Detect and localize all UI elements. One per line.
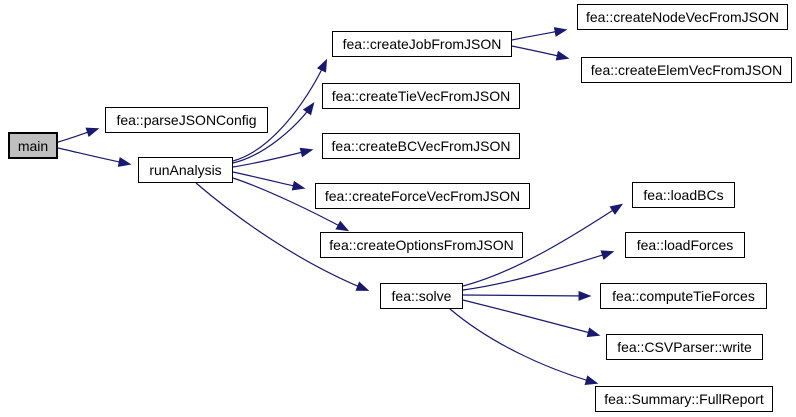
node-createElemVecFromJSON[interactable]: fea::createElemVecFromJSON [581, 57, 792, 83]
node-runAnalysis[interactable]: runAnalysis [138, 157, 233, 183]
edge-solve-to-computeTieForces [462, 290, 592, 301]
node-label: fea::createForceVecFromJSON [324, 188, 521, 204]
node-createTieVecFromJSON[interactable]: fea::createTieVecFromJSON [322, 83, 520, 109]
node-label: fea::parseJSONConfig [116, 112, 257, 128]
node-label: fea::loadBCs [643, 187, 724, 203]
edge-main-to-parseJSONConfig [57, 127, 100, 143]
edge-solve-to-SummaryFullReport [449, 308, 599, 385]
node-label: fea::loadForces [636, 237, 734, 253]
edge-createJobFromJSON-to-createElemVecFromJSON [511, 45, 570, 61]
edge-createJobFromJSON-to-createNodeVecFromJSON [511, 27, 568, 41]
edge-solve-to-CSVParserWrite [462, 299, 601, 338]
node-label: fea::CSVParser::write [617, 339, 752, 355]
node-computeTieForces[interactable]: fea::computeTieForces [600, 283, 767, 309]
node-label: fea::createBCVecFromJSON [331, 138, 511, 154]
edge-runAnalysis-to-createBCVecFromJSON [232, 147, 314, 168]
edge-runAnalysis-to-createForceVecFromJSON [232, 171, 306, 191]
node-CSVParserWrite[interactable]: fea::CSVParser::write [606, 334, 763, 360]
node-loadForces[interactable]: fea::loadForces [625, 232, 745, 258]
node-label: fea::createOptionsFromJSON [329, 237, 514, 253]
node-createNodeVecFromJSON[interactable]: fea::createNodeVecFromJSON [577, 4, 788, 30]
node-solve[interactable]: fea::solve [380, 283, 463, 309]
node-label: fea::createElemVecFromJSON [590, 62, 783, 78]
node-label: fea::createNodeVecFromJSON [586, 9, 779, 25]
node-createOptionsFromJSON[interactable]: fea::createOptionsFromJSON [320, 232, 523, 258]
node-label: main [17, 137, 49, 154]
node-label: fea::createJobFromJSON [342, 36, 502, 52]
node-loadBCs[interactable]: fea::loadBCs [632, 182, 735, 208]
node-label: runAnalysis [149, 162, 222, 178]
node-createJobFromJSON[interactable]: fea::createJobFromJSON [332, 31, 512, 57]
node-label: fea::Summary::FullReport [604, 391, 764, 407]
node-main: main [8, 132, 58, 159]
node-createForceVecFromJSON[interactable]: fea::createForceVecFromJSON [315, 183, 530, 209]
node-SummaryFullReport[interactable]: fea::Summary::FullReport [595, 386, 773, 412]
node-label: fea::computeTieForces [612, 288, 755, 304]
node-createBCVecFromJSON[interactable]: fea::createBCVecFromJSON [322, 133, 520, 159]
node-label: fea::createTieVecFromJSON [331, 88, 511, 104]
node-label: fea::solve [391, 288, 452, 304]
edge-main-to-runAnalysis [57, 147, 132, 167]
node-parseJSONConfig[interactable]: fea::parseJSONConfig [105, 107, 268, 133]
